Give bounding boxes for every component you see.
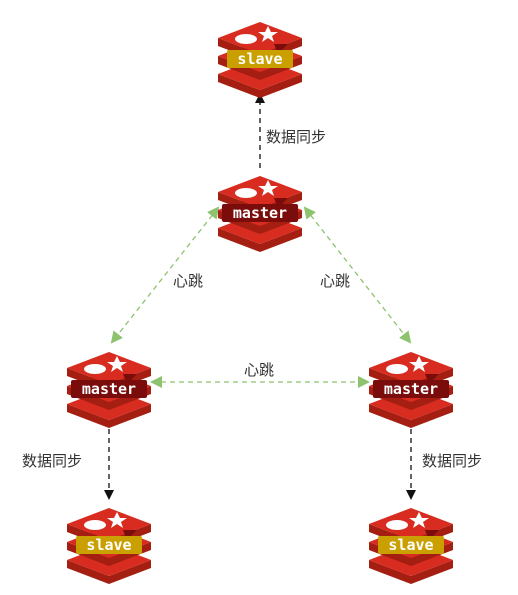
heartbeat-edge-bottom: 心跳 (150, 361, 370, 388)
role-badge (76, 536, 142, 554)
role-label: slave (388, 536, 433, 554)
role-badge (71, 380, 147, 398)
role-label: master (233, 204, 287, 222)
master-node-right: master (369, 352, 453, 428)
role-badge (222, 204, 298, 222)
role-label: slave (86, 536, 131, 554)
role-badge (378, 536, 444, 554)
role-label: slave (237, 50, 282, 68)
master-node-left: master (67, 352, 151, 428)
sync-edge-left: 数据同步 (22, 420, 114, 500)
heartbeat-edge-top-left: 心跳 (110, 206, 220, 344)
heartbeat-edge-top-right: 心跳 (303, 206, 412, 344)
master-node-top: master (218, 176, 302, 252)
sync-edge-right: 数据同步 (406, 420, 482, 500)
heartbeat-label-top-right: 心跳 (320, 272, 350, 290)
role-badge (373, 380, 449, 398)
sync-edge-top: 数据同步 (255, 93, 326, 168)
heartbeat-label-top-left: 心跳 (173, 272, 203, 290)
slave-node-right: slave (369, 508, 453, 584)
role-label: master (82, 380, 136, 398)
slave-node-top: slave (218, 22, 302, 98)
role-badge (227, 50, 293, 68)
sync-label-top: 数据同步 (266, 128, 326, 146)
role-label: master (384, 380, 438, 398)
sync-label-left: 数据同步 (22, 452, 82, 470)
heartbeat-label-bottom: 心跳 (244, 361, 274, 379)
sync-label-right: 数据同步 (422, 452, 482, 470)
slave-node-left: slave (67, 508, 151, 584)
